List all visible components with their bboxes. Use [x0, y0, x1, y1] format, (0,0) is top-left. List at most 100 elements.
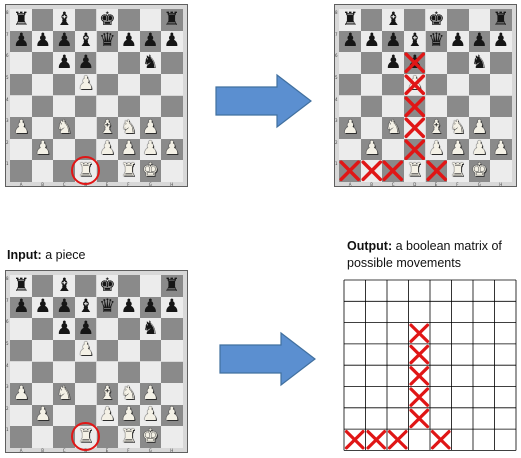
- board-square[interactable]: [53, 426, 75, 448]
- black-rook-icon[interactable]: ♜: [163, 8, 181, 30]
- board-square[interactable]: [490, 52, 512, 74]
- board-square[interactable]: [10, 117, 32, 139]
- white-pawn-icon[interactable]: ♟: [12, 382, 30, 404]
- board-square[interactable]: [74, 117, 97, 139]
- board-square[interactable]: [96, 426, 118, 448]
- black-bishop-icon[interactable]: ♝: [406, 30, 424, 52]
- black-bishop-icon[interactable]: ♝: [77, 296, 95, 318]
- board-square[interactable]: [31, 52, 54, 74]
- board-square[interactable]: [447, 160, 469, 182]
- board-square[interactable]: [139, 275, 161, 297]
- board-square[interactable]: [139, 138, 161, 160]
- board-square[interactable]: [447, 138, 469, 160]
- black-pawn-icon[interactable]: ♟: [34, 30, 52, 52]
- board-square[interactable]: [161, 160, 183, 182]
- board-square[interactable]: [118, 296, 140, 319]
- board-square[interactable]: [447, 95, 469, 117]
- board-square[interactable]: [118, 383, 140, 405]
- board-square[interactable]: [447, 73, 469, 96]
- black-pawn-icon[interactable]: ♟: [163, 296, 181, 318]
- board-square[interactable]: [74, 318, 97, 340]
- board-square[interactable]: [360, 30, 383, 53]
- board-square[interactable]: [161, 426, 183, 448]
- white-king-icon[interactable]: ♚: [141, 425, 159, 447]
- board-square[interactable]: [53, 30, 75, 53]
- board-square[interactable]: [10, 95, 32, 117]
- board-square[interactable]: [139, 426, 161, 448]
- board-square[interactable]: [360, 9, 383, 31]
- board-square[interactable]: [96, 117, 118, 139]
- board-square[interactable]: [10, 361, 32, 383]
- board-square[interactable]: [139, 73, 161, 96]
- board-square[interactable]: [10, 30, 32, 53]
- black-queen-icon[interactable]: ♛: [98, 296, 116, 318]
- black-pawn-icon[interactable]: ♟: [341, 30, 359, 52]
- board-square[interactable]: [403, 30, 426, 53]
- board-square[interactable]: [339, 138, 361, 160]
- board-square[interactable]: [161, 30, 183, 53]
- white-rook-icon[interactable]: ♜: [120, 425, 138, 447]
- board-square[interactable]: [118, 73, 140, 96]
- board-square[interactable]: [31, 318, 54, 340]
- board-square[interactable]: [31, 160, 54, 182]
- board-square[interactable]: [31, 339, 54, 362]
- board-square[interactable]: [74, 73, 97, 96]
- board-square[interactable]: [10, 160, 32, 182]
- black-pawn-icon[interactable]: ♟: [55, 317, 73, 339]
- board-square[interactable]: [339, 52, 361, 74]
- board-square[interactable]: [425, 117, 447, 139]
- black-knight-icon[interactable]: ♞: [470, 51, 488, 73]
- board-square[interactable]: [425, 138, 447, 160]
- board-square[interactable]: [139, 30, 161, 53]
- board-square[interactable]: [360, 95, 383, 117]
- board-square[interactable]: [10, 426, 32, 448]
- black-knight-icon[interactable]: ♞: [141, 51, 159, 73]
- board-square[interactable]: [31, 404, 54, 426]
- board-square[interactable]: [53, 318, 75, 340]
- board-square[interactable]: [10, 383, 32, 405]
- white-pawn-icon[interactable]: ♟: [141, 382, 159, 404]
- white-pawn-icon[interactable]: ♟: [141, 116, 159, 138]
- board-square[interactable]: [53, 52, 75, 74]
- board-square[interactable]: [339, 117, 361, 139]
- board-square[interactable]: [139, 361, 161, 383]
- board-square[interactable]: [139, 318, 161, 340]
- board-square[interactable]: [96, 383, 118, 405]
- board-square[interactable]: [339, 9, 361, 31]
- board-square[interactable]: [74, 95, 97, 117]
- black-rook-icon[interactable]: ♜: [492, 8, 510, 30]
- board-square[interactable]: [382, 30, 404, 53]
- board-square[interactable]: [96, 52, 118, 74]
- board-square[interactable]: [139, 117, 161, 139]
- board-square[interactable]: [10, 73, 32, 96]
- board-square[interactable]: [96, 339, 118, 362]
- board-square[interactable]: [382, 117, 404, 139]
- board-square[interactable]: [161, 117, 183, 139]
- board-square[interactable]: [161, 383, 183, 405]
- board-square[interactable]: [118, 361, 140, 383]
- white-pawn-icon[interactable]: ♟: [363, 138, 381, 159]
- board-square[interactable]: [161, 275, 183, 297]
- board-square[interactable]: [53, 117, 75, 139]
- white-rook-icon[interactable]: ♜: [406, 159, 424, 181]
- black-pawn-icon[interactable]: ♟: [492, 30, 510, 52]
- white-pawn-icon[interactable]: ♟: [120, 404, 138, 425]
- black-pawn-icon[interactable]: ♟: [141, 30, 159, 52]
- board-square[interactable]: [403, 9, 426, 31]
- white-knight-icon[interactable]: ♞: [449, 116, 467, 138]
- board-square[interactable]: [447, 9, 469, 31]
- board-square[interactable]: [447, 30, 469, 53]
- white-pawn-icon[interactable]: ♟: [492, 138, 510, 159]
- black-pawn-icon[interactable]: ♟: [120, 30, 138, 52]
- white-pawn-icon[interactable]: ♟: [427, 138, 445, 159]
- white-knight-icon[interactable]: ♞: [55, 382, 73, 404]
- board-square[interactable]: [139, 160, 161, 182]
- white-pawn-icon[interactable]: ♟: [34, 138, 52, 159]
- board-square[interactable]: [74, 9, 97, 31]
- board-square[interactable]: [118, 160, 140, 182]
- black-bishop-icon[interactable]: ♝: [55, 8, 73, 30]
- board-square[interactable]: [490, 73, 512, 96]
- black-pawn-icon[interactable]: ♟: [55, 51, 73, 73]
- board-square[interactable]: [360, 52, 383, 74]
- black-king-icon[interactable]: ♚: [98, 8, 116, 30]
